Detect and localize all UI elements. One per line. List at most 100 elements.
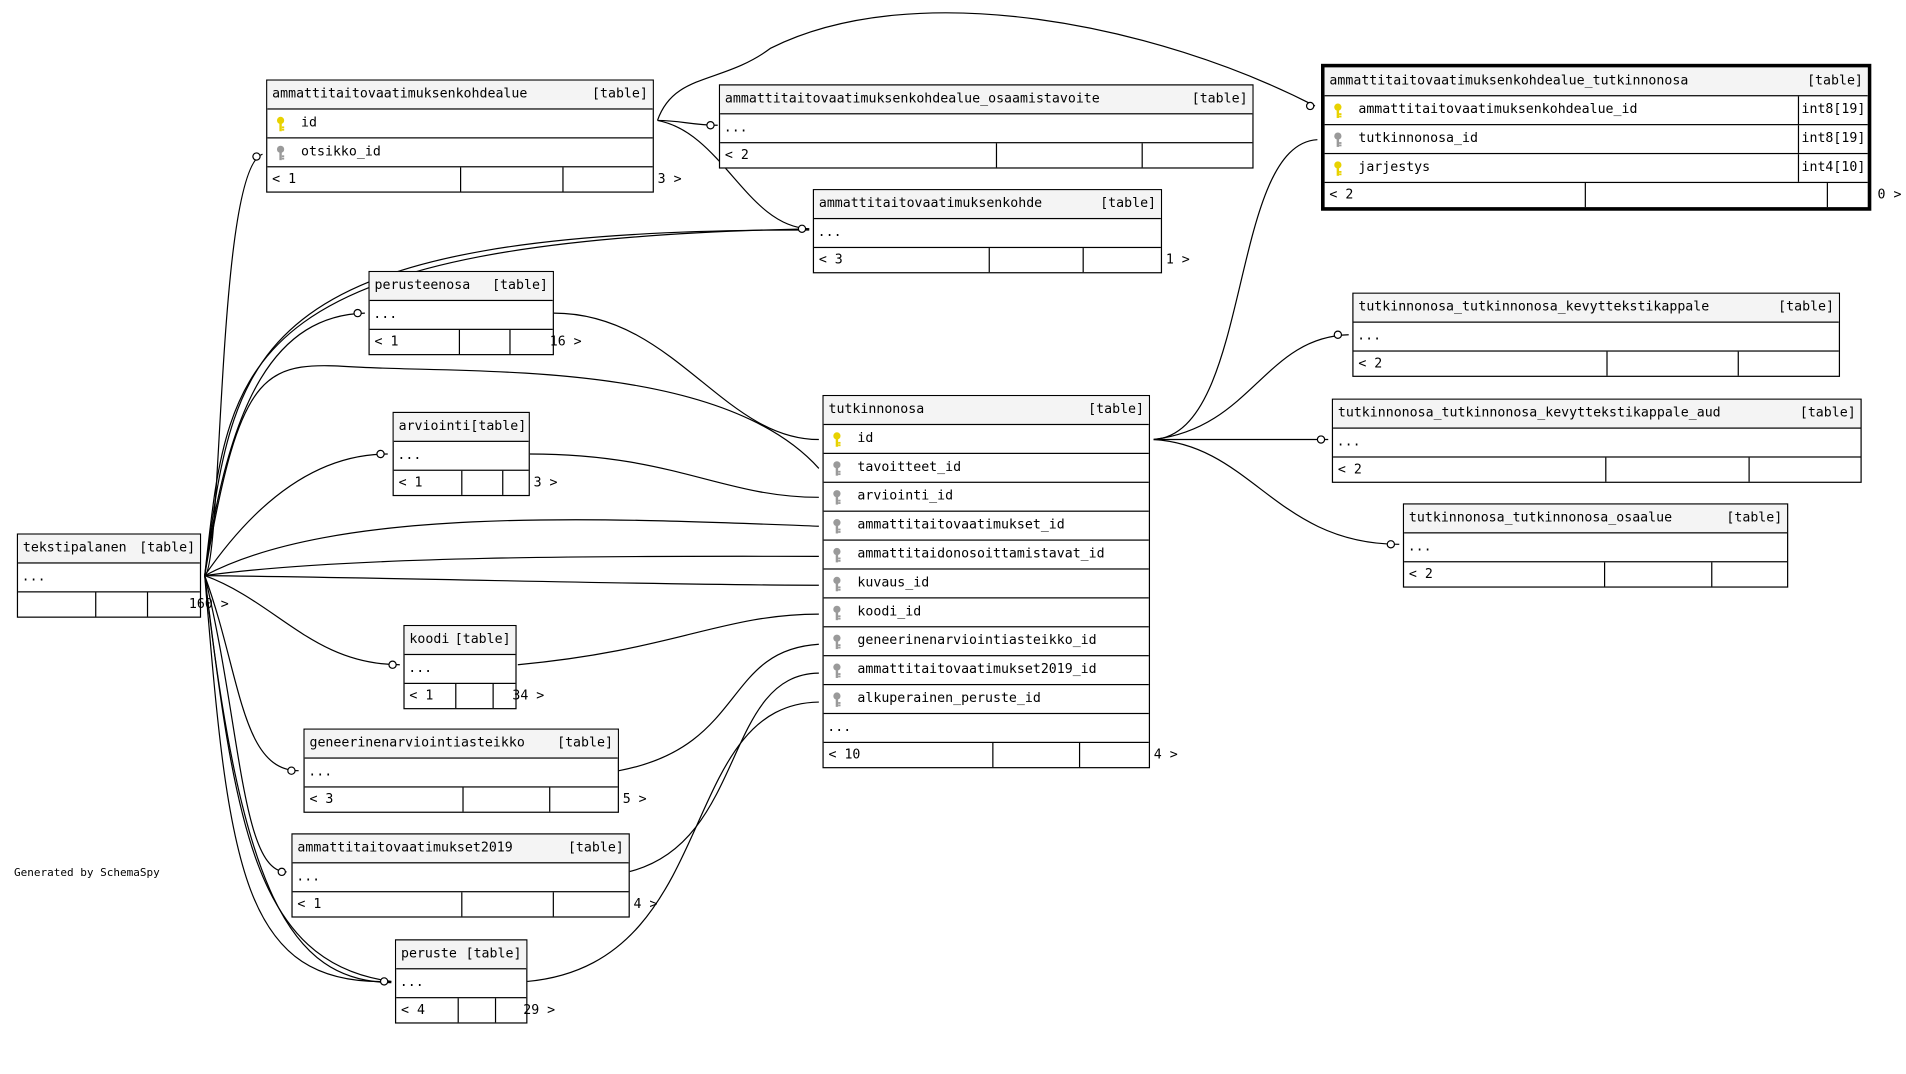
parents-count[interactable]: < 4 bbox=[400, 1001, 425, 1018]
more-columns-row[interactable]: ... bbox=[304, 759, 618, 788]
table-name[interactable]: tutkinnonosa_tutkinnonosa_osaalue bbox=[1408, 509, 1673, 526]
more-columns-row[interactable]: ... bbox=[18, 564, 200, 593]
more-columns-label: ... bbox=[399, 974, 424, 990]
column-row[interactable]: otsikko_id bbox=[267, 138, 653, 168]
parents-count[interactable]: < 2 bbox=[1358, 355, 1383, 371]
more-columns-row[interactable]: ... bbox=[814, 219, 1161, 249]
table-name[interactable]: ammattitaitovaatimuksenkohdealue bbox=[272, 85, 528, 102]
more-columns-label: ... bbox=[296, 868, 321, 884]
column-row[interactable]: ammattitaitovaatimukset_id bbox=[823, 512, 1149, 541]
parents-count[interactable] bbox=[18, 592, 95, 616]
children-count[interactable]: 1 > bbox=[1082, 248, 1195, 273]
parents-count[interactable]: < 3 bbox=[309, 791, 334, 807]
table-name[interactable]: perusteenosa bbox=[374, 276, 471, 293]
more-columns-row[interactable]: ... bbox=[404, 655, 516, 684]
table-ammattitaitovaatimuksenkohde[interactable]: ammattitaitovaatimuksenkohde[table]...< … bbox=[812, 189, 1190, 274]
more-columns-label: ... bbox=[373, 305, 398, 322]
relationship-edge bbox=[204, 555, 819, 577]
children-count[interactable]: 16 > bbox=[509, 329, 586, 355]
children-count[interactable]: 5 > bbox=[549, 787, 651, 812]
more-columns-row[interactable]: ... bbox=[292, 863, 629, 893]
table-ammattitaitovaatimukset2019[interactable]: ammattitaitovaatimukset2019[table]...< 1… bbox=[291, 833, 657, 918]
table-tutkinnonosa-tutkinnonosa-osaalue[interactable]: tutkinnonosa_tutkinnonosa_osaalue[table]… bbox=[1402, 503, 1789, 588]
relationship-edge bbox=[204, 575, 819, 586]
more-columns-label: ... bbox=[308, 763, 333, 780]
table-name[interactable]: geneerinenarviointiasteikko bbox=[309, 734, 525, 751]
more-columns-row[interactable]: ... bbox=[1333, 429, 1861, 458]
parents-count[interactable]: < 1 bbox=[409, 687, 434, 704]
parents-count[interactable]: < 1 bbox=[398, 474, 423, 491]
parents-count[interactable]: < 2 bbox=[724, 146, 749, 163]
column-row[interactable]: alkuperainen_peruste_id bbox=[823, 685, 1149, 715]
parents-count[interactable]: < 2 bbox=[1408, 565, 1433, 582]
table-ammattitaitovaatimuksenkohdealue[interactable]: ammattitaitovaatimuksenkohdealue [table] i… bbox=[266, 79, 682, 193]
row-count bbox=[462, 787, 549, 812]
key-yellow-icon bbox=[267, 110, 293, 138]
table-kind-tag: [table] bbox=[1088, 400, 1144, 417]
column-row[interactable]: id bbox=[823, 425, 1149, 454]
table-ammattitaitovaatimuksenkohdealue-tutkinnonosa[interactable]: ammattitaitovaatimuksenkohdealue_tutkinn… bbox=[1321, 63, 1901, 211]
more-columns-row[interactable]: ... bbox=[1353, 323, 1839, 352]
parents-count[interactable]: < 3 bbox=[818, 251, 843, 268]
table-name[interactable]: ammattitaitovaatimuksenkohdealue_osaamis… bbox=[724, 90, 1100, 106]
column-row[interactable]: koodi_id bbox=[823, 598, 1149, 628]
table-kind-tag: [table] bbox=[592, 85, 648, 102]
parents-count[interactable]: < 2 bbox=[1337, 461, 1362, 477]
table-tekstipalanen[interactable]: tekstipalanen[table]...160 > bbox=[16, 533, 229, 618]
table-tutkinnonosa-tutkinnonosa-kevyttekstikappale[interactable]: tutkinnonosa_tutkinnonosa_kevyttekstikap… bbox=[1352, 292, 1841, 377]
table-ammattitaitovaatimuksenkohdealue-osaamistavoite[interactable]: ammattitaitovaatimuksenkohdealue_osaamis… bbox=[718, 84, 1254, 169]
children-count[interactable]: 4 > bbox=[552, 892, 663, 917]
table-name[interactable]: tutkinnonosa_tutkinnonosa_kevyttekstikap… bbox=[1337, 404, 1721, 421]
table-name[interactable]: ammattitaitovaatimuksenkohde bbox=[818, 195, 1043, 211]
table-name[interactable]: ammattitaitovaatimuksenkohdealue_tutkinn… bbox=[1329, 72, 1689, 88]
table-header: tutkinnonosa_tutkinnonosa_kevyttekstikap… bbox=[1353, 293, 1839, 323]
column-row[interactable]: ammattitaitovaatimukset2019_id bbox=[823, 656, 1149, 686]
children-count[interactable]: 3 > bbox=[562, 167, 686, 192]
more-columns-row[interactable]: ... bbox=[369, 301, 553, 330]
parents-count[interactable]: < 2 bbox=[1329, 186, 1354, 203]
children-count[interactable] bbox=[1141, 143, 1287, 168]
children-count[interactable] bbox=[1748, 457, 1894, 482]
column-row[interactable]: id bbox=[267, 110, 653, 139]
table-name[interactable]: arviointi bbox=[398, 417, 471, 434]
children-count[interactable]: 160 > bbox=[146, 592, 234, 617]
relationship-edge bbox=[204, 312, 365, 576]
table-geneerinenarviointiasteikko[interactable]: geneerinenarviointiasteikko[table]...< 3… bbox=[303, 728, 647, 813]
more-columns-row[interactable]: ... bbox=[1404, 533, 1788, 563]
table-name[interactable]: tutkinnonosa bbox=[828, 400, 925, 417]
parents-count[interactable]: < 1 bbox=[272, 170, 297, 187]
table-name[interactable]: tekstipalanen bbox=[22, 539, 127, 556]
column-row[interactable]: ammattitaidonosoittamistavat_id bbox=[823, 541, 1149, 570]
more-columns-row[interactable]: ... bbox=[720, 114, 1253, 144]
children-count[interactable]: 34 > bbox=[492, 683, 550, 709]
parents-count[interactable]: < 1 bbox=[374, 333, 399, 350]
table-tutkinnonosa-tutkinnonosa-kevyttekstikappale-aud[interactable]: tutkinnonosa_tutkinnonosa_kevyttekstikap… bbox=[1331, 398, 1862, 483]
more-columns-row[interactable]: ... bbox=[396, 969, 527, 999]
column-row[interactable]: tavoitteet_id bbox=[823, 454, 1149, 483]
children-count[interactable]: 3 > bbox=[502, 470, 562, 495]
children-count[interactable]: 29 > bbox=[494, 998, 560, 1023]
column-row[interactable]: kuvaus_id bbox=[823, 570, 1149, 599]
column-row[interactable]: arviointi_id bbox=[823, 483, 1149, 512]
table-name[interactable]: peruste bbox=[400, 945, 457, 961]
parents-count[interactable]: < 10 bbox=[828, 746, 861, 763]
column-row[interactable]: geneerinenarviointiasteikko_id bbox=[823, 627, 1149, 657]
children-count[interactable]: 4 > bbox=[1078, 742, 1183, 768]
parents-count[interactable]: < 1 bbox=[297, 895, 322, 912]
children-count[interactable]: 0 > bbox=[1826, 183, 1906, 208]
table-name[interactable]: ammattitaitovaatimukset2019 bbox=[297, 839, 513, 855]
more-columns-row[interactable]: ... bbox=[393, 442, 529, 471]
table-name[interactable]: tutkinnonosa_tutkinnonosa_kevyttekstikap… bbox=[1358, 298, 1710, 315]
children-count[interactable] bbox=[1737, 351, 1873, 376]
table-name[interactable]: koodi bbox=[409, 631, 450, 647]
children-count[interactable] bbox=[1711, 562, 1821, 587]
more-columns-row[interactable]: ... bbox=[823, 714, 1149, 743]
